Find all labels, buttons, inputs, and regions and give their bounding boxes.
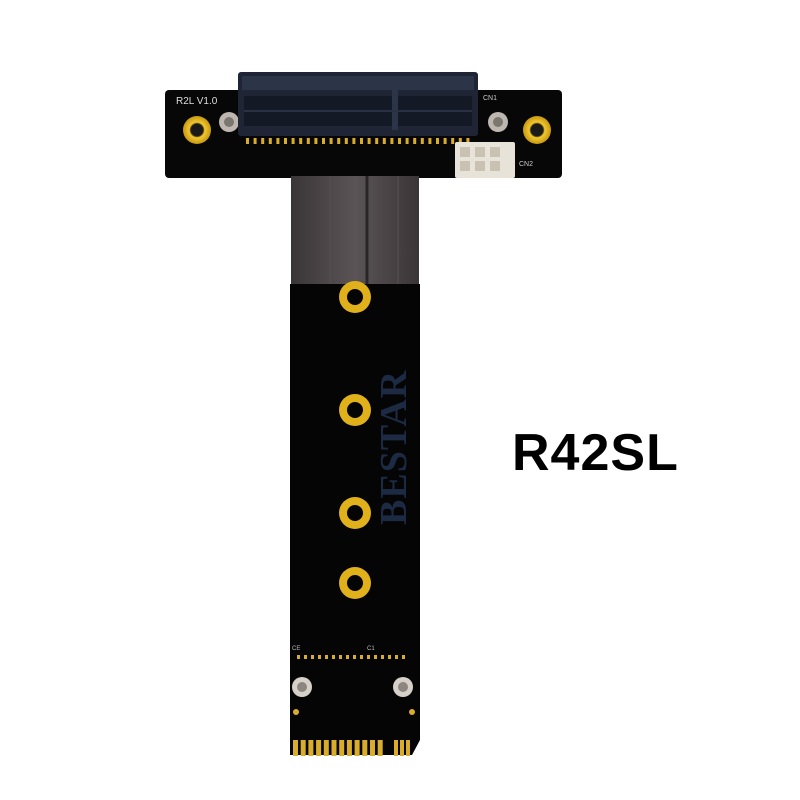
solder-pin bbox=[268, 138, 272, 144]
test-pads bbox=[297, 655, 405, 659]
solder-pin bbox=[367, 138, 371, 144]
test-pad bbox=[395, 655, 398, 659]
gold-finger bbox=[346, 740, 352, 756]
marking-ce: CE bbox=[292, 646, 300, 652]
test-pad bbox=[367, 655, 370, 659]
gold-finger bbox=[308, 740, 314, 756]
test-pad bbox=[360, 655, 363, 659]
pcb-version-label: R2L V1.0 bbox=[176, 96, 218, 107]
solder-pin bbox=[291, 138, 295, 144]
cn2-label: CN2 bbox=[519, 161, 533, 168]
solder-pin bbox=[276, 138, 280, 144]
solder-pin bbox=[360, 138, 363, 144]
solder-pin bbox=[436, 138, 439, 144]
riser-board: R2L V1.0 CN1 CN2 bbox=[165, 72, 562, 178]
solder-pin bbox=[375, 138, 379, 144]
solder-pin bbox=[390, 138, 394, 144]
solder-pin bbox=[261, 138, 265, 144]
standoff-pad bbox=[339, 394, 371, 426]
brand-mark: BESTAR bbox=[373, 370, 415, 525]
solder-pin bbox=[306, 138, 310, 144]
solder-pin bbox=[420, 138, 424, 144]
power-connector bbox=[455, 142, 515, 178]
pcie-slot bbox=[238, 72, 478, 136]
solder-pin bbox=[329, 138, 333, 144]
model-label: R42SL bbox=[512, 424, 679, 482]
test-pad bbox=[304, 655, 307, 659]
solder-pin bbox=[405, 138, 409, 144]
test-pad bbox=[332, 655, 335, 659]
solder-pin bbox=[253, 138, 257, 144]
ribbon-cable bbox=[291, 176, 419, 294]
gold-finger bbox=[339, 740, 345, 756]
test-pad bbox=[339, 655, 342, 659]
solder-pin bbox=[443, 138, 447, 144]
standoff-left bbox=[219, 112, 239, 132]
gold-finger bbox=[370, 740, 375, 756]
gold-finger bbox=[362, 740, 368, 756]
gold-finger bbox=[316, 740, 322, 756]
gold-finger bbox=[377, 740, 383, 756]
solder-pin bbox=[382, 138, 386, 144]
test-pad bbox=[353, 655, 356, 659]
solder-pin bbox=[322, 138, 325, 144]
solder-pin bbox=[299, 138, 303, 144]
solder-pin bbox=[451, 138, 455, 144]
solder-pin bbox=[398, 138, 401, 144]
standoff-right bbox=[488, 112, 508, 132]
solder-pin bbox=[352, 138, 356, 144]
standoff-pad bbox=[339, 567, 371, 599]
gold-finger bbox=[323, 740, 329, 756]
solder-pin bbox=[284, 138, 287, 144]
standoff-pads bbox=[339, 281, 371, 599]
lower-standoff-left bbox=[292, 677, 312, 697]
lower-standoff-right bbox=[393, 677, 413, 697]
slot-solder-pins bbox=[246, 138, 470, 144]
solder-pin bbox=[337, 138, 341, 144]
gold-finger bbox=[300, 740, 306, 756]
standoff-pad bbox=[339, 497, 371, 529]
standoff-pad bbox=[339, 281, 371, 313]
solder-pin bbox=[466, 138, 470, 144]
solder-pin bbox=[458, 138, 462, 144]
solder-pin bbox=[246, 138, 249, 144]
mount-hole-right bbox=[523, 116, 551, 144]
test-pad bbox=[374, 655, 377, 659]
test-pad bbox=[318, 655, 321, 659]
test-pad bbox=[325, 655, 328, 659]
cn1-label: CN1 bbox=[483, 95, 497, 102]
gold-finger bbox=[331, 740, 337, 756]
test-pad bbox=[346, 655, 349, 659]
solder-pin bbox=[314, 138, 318, 144]
solder-pin bbox=[413, 138, 417, 144]
gold-finger bbox=[394, 740, 398, 756]
marking-c1: C1 bbox=[367, 646, 375, 652]
solder-pin bbox=[428, 138, 432, 144]
test-pad bbox=[297, 655, 300, 659]
test-pad bbox=[402, 655, 405, 659]
solder-pin bbox=[344, 138, 348, 144]
mount-hole-left bbox=[183, 116, 211, 144]
test-pad bbox=[381, 655, 384, 659]
gold-finger bbox=[406, 740, 410, 756]
test-pad bbox=[388, 655, 391, 659]
m2-board: BESTAR CE C1 bbox=[290, 281, 420, 756]
gold-finger bbox=[400, 740, 404, 756]
m2-gold-fingers bbox=[293, 740, 410, 756]
test-pad bbox=[311, 655, 314, 659]
gold-finger bbox=[354, 740, 360, 756]
gold-finger bbox=[293, 740, 298, 756]
